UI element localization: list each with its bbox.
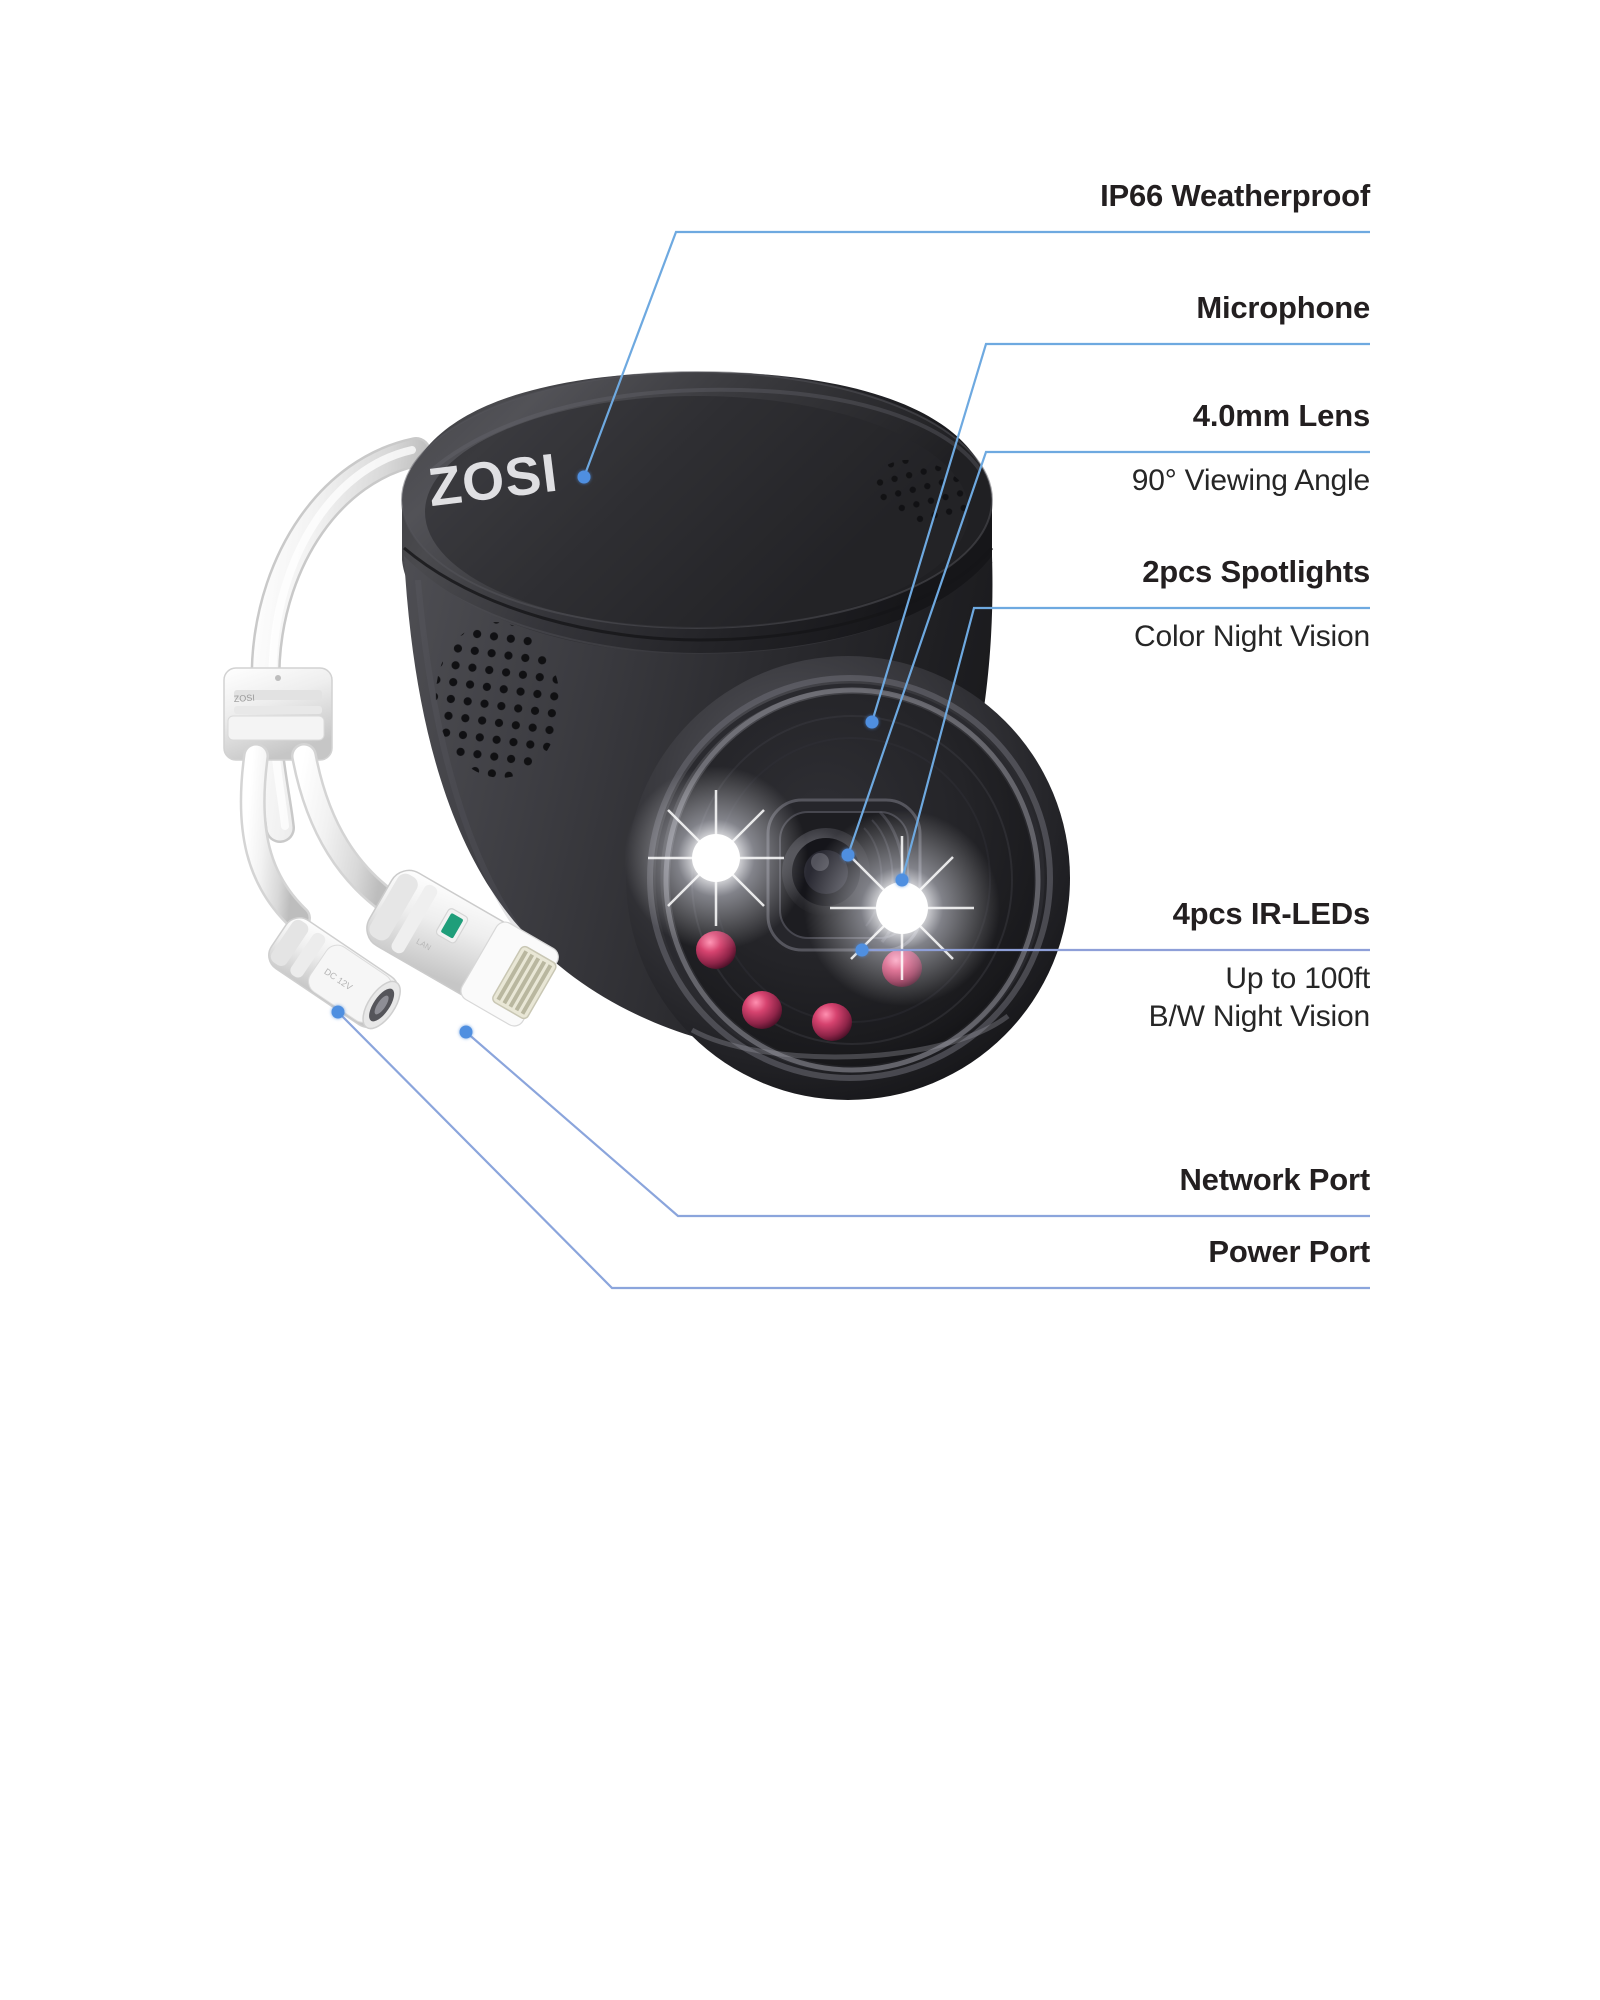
callout-spotlights-title: 2pcs Spotlights: [1142, 554, 1370, 589]
product-feature-diagram: ZOSI: [180, 0, 1420, 1600]
anchor-dot-power-port: [331, 1005, 345, 1019]
callout-power-port-title: Power Port: [1208, 1234, 1370, 1269]
callout-network-port-title: Network Port: [1179, 1162, 1370, 1197]
callout-spotlights: 2pcs Spotlights: [1142, 554, 1370, 591]
anchor-dot-microphone: [865, 715, 879, 729]
branch-cables: [239, 743, 407, 931]
spotlight-flare-left: [624, 766, 808, 950]
callout-microphone: Microphone: [1196, 290, 1370, 327]
callout-power-port: Power Port: [1208, 1234, 1370, 1271]
callout-lens-title: 4.0mm Lens: [1192, 398, 1370, 433]
ir-led: [742, 991, 782, 1029]
callout-spotlights-sub: Color Night Vision: [1134, 618, 1370, 656]
callout-lens-sub: 90° Viewing Angle: [1132, 462, 1370, 500]
callout-irleds: 4pcs IR-LEDs: [1172, 896, 1371, 933]
callout-lens: 4.0mm Lens: [1193, 398, 1370, 435]
camera-illustration: ZOSI: [223, 371, 1070, 1100]
callout-ip66: IP66 Weatherproof: [1100, 178, 1370, 215]
callout-microphone-title: Microphone: [1196, 290, 1370, 325]
anchor-dot-spotlights: [895, 873, 909, 887]
callout-irleds-sub: Up to 100ft B/W Night Vision: [1148, 960, 1371, 1037]
callout-irleds-subtitle: Up to 100ft: [1225, 962, 1370, 995]
callout-spotlights-subtitle: Color Night Vision: [1134, 620, 1370, 653]
svg-text:ZOSI: ZOSI: [233, 693, 255, 704]
anchor-dot-lens: [841, 848, 855, 862]
callout-irleds-subtitle-2: B/W Night Vision: [1148, 1000, 1371, 1034]
anchor-dot-ip66: [577, 470, 591, 484]
callout-irleds-title: 4pcs IR-LEDs: [1172, 896, 1371, 931]
anchor-dot-irleds: [855, 943, 869, 957]
cable-splitter: ZOSI: [223, 667, 333, 761]
ir-led: [812, 1003, 852, 1041]
rj45-network-connector: LAN: [366, 869, 559, 1027]
anchor-dot-network-port: [459, 1025, 473, 1039]
callout-network-port: Network Port: [1179, 1162, 1370, 1199]
power-cable: [250, 437, 431, 843]
spotlight-flare-right: [804, 810, 1000, 1006]
lens-module: [624, 656, 1070, 1100]
callout-lens-subtitle: 90° Viewing Angle: [1131, 464, 1370, 497]
link-led: [441, 913, 463, 939]
callout-ip66-title: IP66 Weatherproof: [1100, 178, 1370, 213]
